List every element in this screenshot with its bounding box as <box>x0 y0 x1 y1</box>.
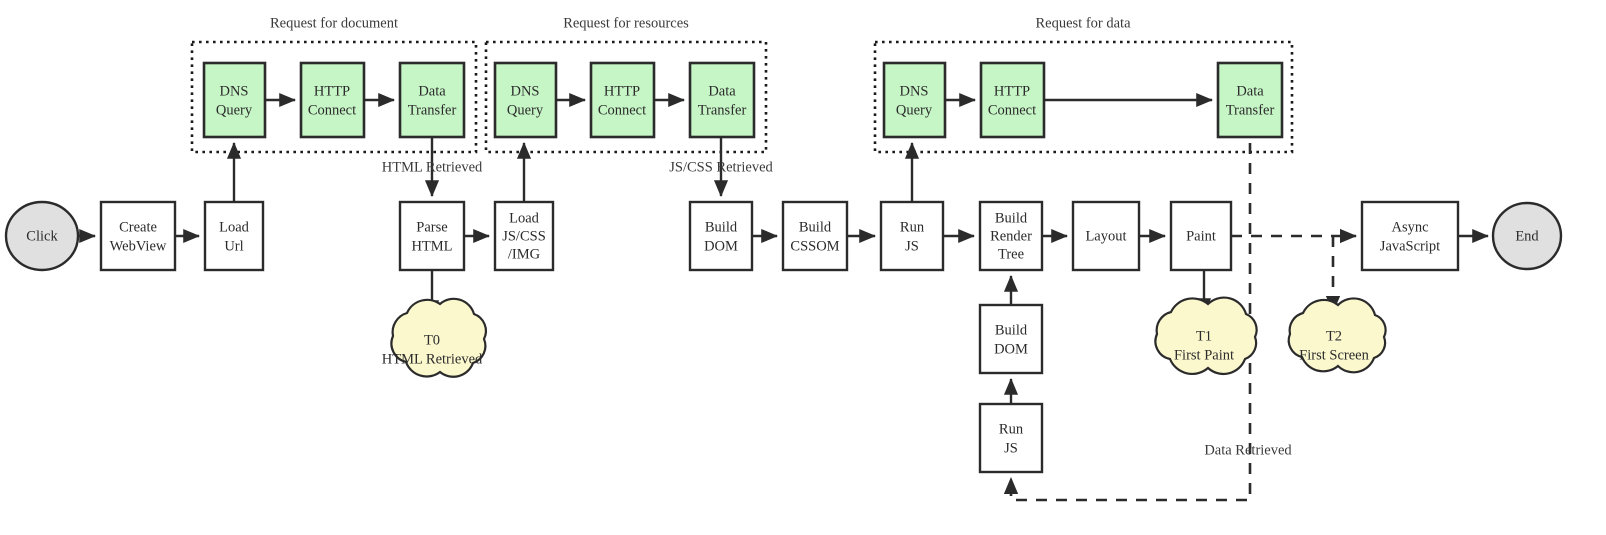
node-run-js-lower-line1: Run <box>999 421 1024 437</box>
node-g2-http-connect-line1: HTTP <box>604 83 640 99</box>
node-parse-html-line1: Parse <box>416 219 447 235</box>
node-g2-http-connect-line2: Connect <box>598 102 646 118</box>
node-layout[interactable]: Layout <box>1071 200 1141 272</box>
node-run-js-main-line1: Run <box>900 219 925 235</box>
node-build-dom-lower[interactable]: Build DOM <box>978 303 1044 375</box>
node-build-dom-main-line1: Build <box>705 219 738 235</box>
node-g1-dns-query-line1: DNS <box>219 83 248 99</box>
group-request-for-document: Request for document <box>190 15 478 154</box>
node-load-jscss-img-line3: /IMG <box>508 246 541 262</box>
node-create-webview-line1: Create <box>119 219 157 235</box>
node-build-render-tree[interactable]: Build Render Tree <box>978 200 1044 272</box>
node-g3-dns-query[interactable]: DNS Query <box>882 61 947 139</box>
group-title-document: Request for document <box>270 15 398 31</box>
node-build-render-tree-line1: Build <box>995 210 1028 226</box>
node-g1-http-connect-line1: HTTP <box>314 83 350 99</box>
node-g1-dns-query[interactable]: DNS Query <box>202 61 267 139</box>
node-load-url-line1: Load <box>219 219 250 235</box>
node-g1-data-transfer[interactable]: Data Transfer <box>398 61 466 139</box>
node-g3-http-connect-line1: HTTP <box>994 83 1030 99</box>
node-run-js-main[interactable]: Run JS <box>879 200 945 272</box>
cloud-t0-line1: T0 <box>424 332 440 348</box>
node-run-js-lower-line2: JS <box>1004 440 1018 456</box>
node-load-url[interactable]: Load Url <box>203 200 265 272</box>
node-build-render-tree-line2: Render <box>990 228 1032 244</box>
node-paint-label: Paint <box>1186 228 1216 244</box>
group-request-for-resources: Request for resources <box>484 15 768 154</box>
node-g2-data-transfer-line1: Data <box>708 83 736 99</box>
node-g3-http-connect[interactable]: HTTP Connect <box>979 61 1046 139</box>
node-build-dom-lower-line2: DOM <box>994 341 1028 357</box>
group-request-for-data: Request for data <box>873 15 1294 154</box>
node-g3-data-transfer[interactable]: Data Transfer <box>1216 61 1284 139</box>
node-click[interactable]: Click <box>4 200 80 272</box>
node-g3-data-transfer-line2: Transfer <box>1226 102 1275 118</box>
node-click-label: Click <box>26 228 58 244</box>
node-async-javascript-line2: JavaScript <box>1380 238 1440 254</box>
node-create-webview-line2: WebView <box>110 238 167 254</box>
node-g3-dns-query-line2: Query <box>896 102 933 118</box>
node-run-js-main-line2: JS <box>905 238 919 254</box>
cloud-t1-line2: First Paint <box>1174 347 1234 363</box>
node-build-cssom-line1: Build <box>799 219 832 235</box>
node-parse-html[interactable]: Parse HTML <box>398 200 466 272</box>
node-build-dom-main-line2: DOM <box>704 238 738 254</box>
cloud-t2: T2 First Screen <box>1287 297 1387 374</box>
node-g1-http-connect[interactable]: HTTP Connect <box>299 61 366 139</box>
node-build-dom-lower-line1: Build <box>995 322 1028 338</box>
node-paint[interactable]: Paint <box>1169 200 1233 272</box>
node-build-dom-main[interactable]: Build DOM <box>688 200 754 272</box>
node-run-js-lower[interactable]: Run JS <box>978 402 1044 474</box>
node-end[interactable]: End <box>1491 201 1563 271</box>
node-g2-data-transfer[interactable]: Data Transfer <box>688 61 756 139</box>
node-build-cssom-line2: CSSOM <box>790 238 839 254</box>
edge-label-data-retrieved: Data Retrieved <box>1204 442 1292 458</box>
node-g1-http-connect-line2: Connect <box>308 102 356 118</box>
node-layout-label: Layout <box>1085 228 1126 244</box>
cloud-t2-line1: T2 <box>1326 328 1342 344</box>
node-load-jscss-img-line2: JS/CSS <box>502 228 546 244</box>
node-g3-http-connect-line2: Connect <box>988 102 1036 118</box>
node-g2-dns-query-line2: Query <box>507 102 544 118</box>
node-g2-dns-query[interactable]: DNS Query <box>493 61 558 139</box>
edge-label-html-retrieved: HTML Retrieved <box>382 159 483 175</box>
node-create-webview[interactable]: Create WebView <box>99 200 177 272</box>
node-g2-dns-query-line1: DNS <box>510 83 539 99</box>
cloud-t1: T1 First Paint <box>1154 296 1258 375</box>
cloud-t0: T0 HTML Retrieved <box>382 297 487 378</box>
node-build-cssom[interactable]: Build CSSOM <box>781 200 849 272</box>
edge-label-jscss-retrieved: JS/CSS Retrieved <box>669 159 773 175</box>
node-g3-dns-query-line1: DNS <box>899 83 928 99</box>
node-end-label: End <box>1515 228 1539 244</box>
group-title-resources: Request for resources <box>563 15 689 31</box>
cloud-t2-line2: First Screen <box>1299 347 1369 363</box>
node-parse-html-line2: HTML <box>411 238 452 254</box>
node-load-jscss-img-line1: Load <box>509 210 540 226</box>
node-async-javascript-line1: Async <box>1391 219 1428 235</box>
cloud-t1-line1: T1 <box>1196 328 1212 344</box>
connectors: HTML Retrieved JS/CSS Retrieved <box>78 92 1490 502</box>
node-build-render-tree-line3: Tree <box>998 246 1024 262</box>
node-g1-data-transfer-line1: Data <box>418 83 446 99</box>
node-load-jscss-img[interactable]: Load JS/CSS /IMG <box>493 200 555 272</box>
cloud-t0-line2: HTML Retrieved <box>382 351 483 367</box>
node-g1-data-transfer-line2: Transfer <box>408 102 457 118</box>
node-async-javascript[interactable]: Async JavaScript <box>1360 200 1460 272</box>
node-load-url-line2: Url <box>224 238 243 254</box>
group-title-data: Request for data <box>1035 15 1131 31</box>
node-g2-data-transfer-line2: Transfer <box>698 102 747 118</box>
edge-data-retrieved-dashed <box>1003 143 1252 502</box>
node-g2-http-connect[interactable]: HTTP Connect <box>589 61 656 139</box>
node-g1-dns-query-line2: Query <box>216 102 253 118</box>
node-g3-data-transfer-line1: Data <box>1236 83 1264 99</box>
